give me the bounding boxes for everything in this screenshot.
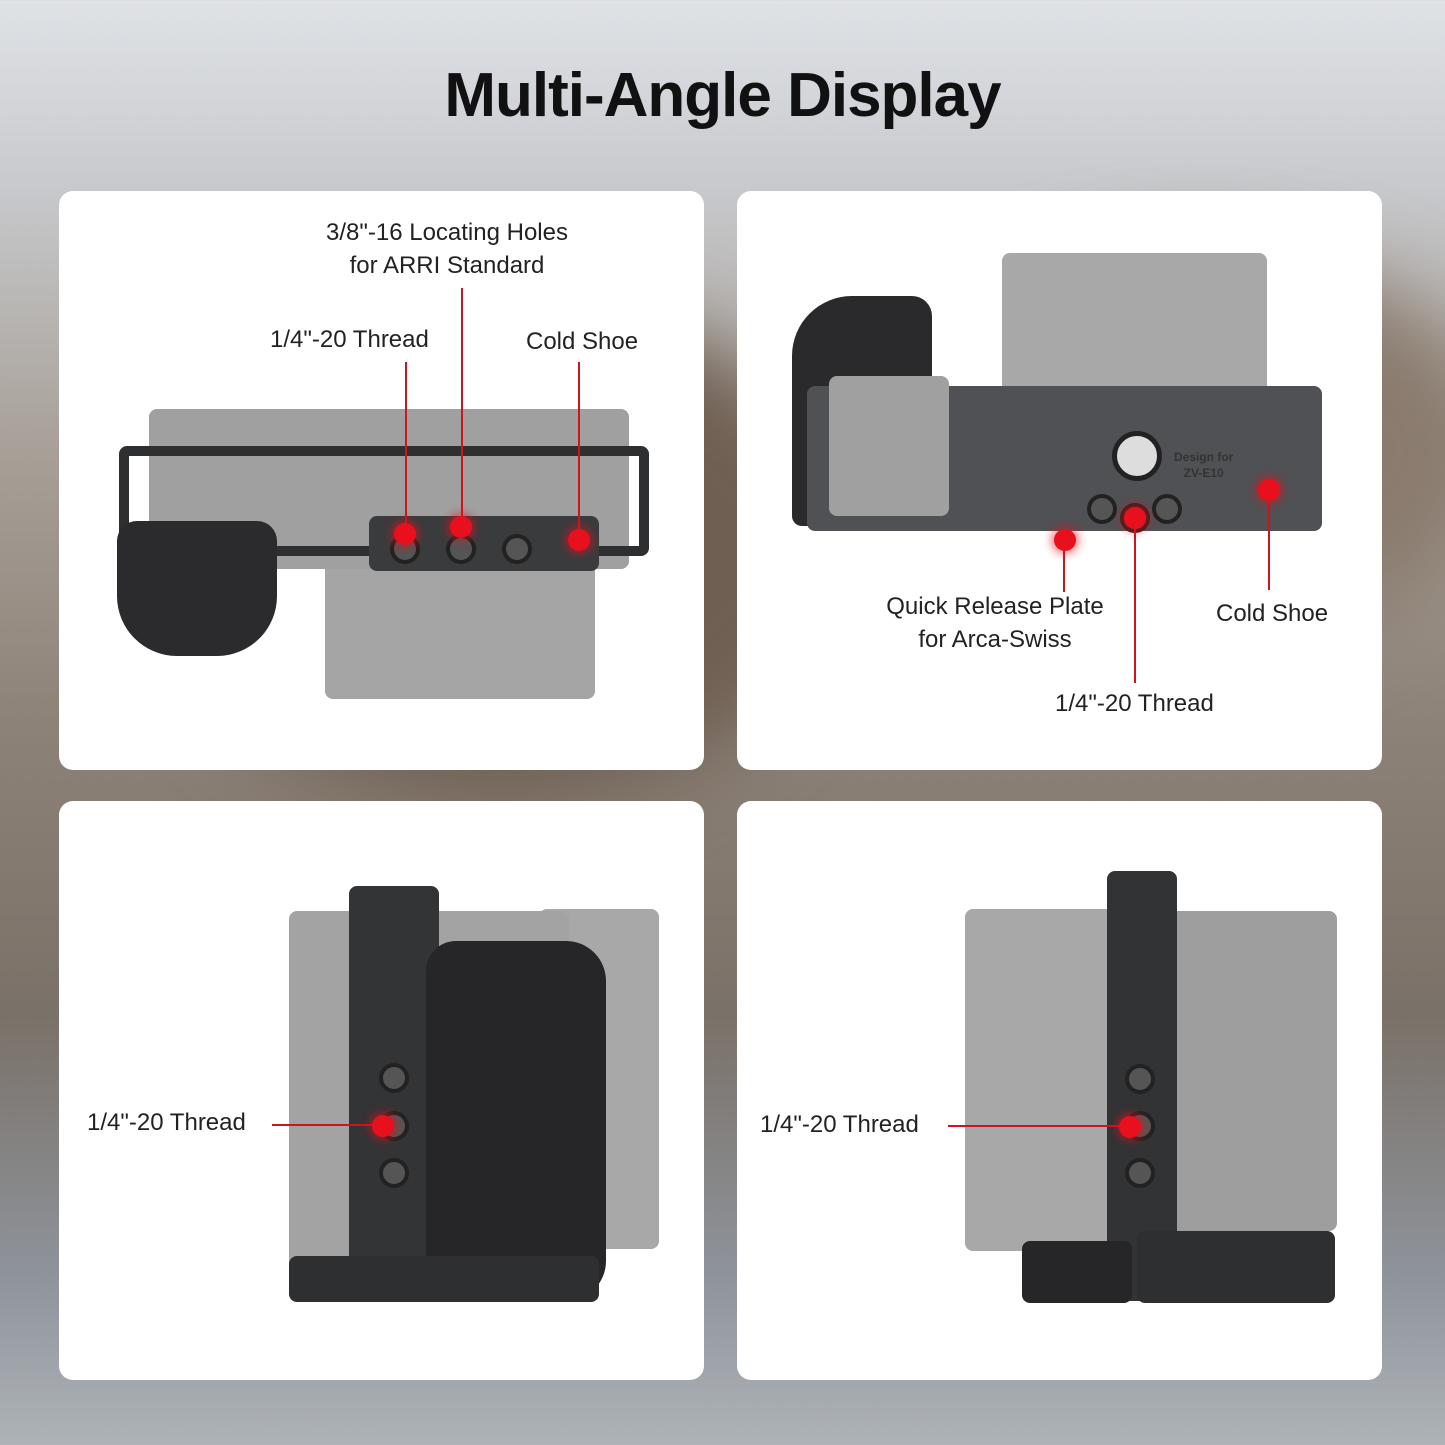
panel-right-side	[737, 801, 1382, 1380]
grip	[117, 521, 277, 656]
page-title: Multi-Angle Display	[444, 61, 1001, 130]
engraving-line: ZV-E10	[1183, 466, 1224, 480]
leader-line	[461, 288, 463, 527]
label-cold-shoe: Cold Shoe	[1216, 600, 1329, 627]
cage-base	[289, 1256, 599, 1302]
label-thread: 1/4"-20 Thread	[1055, 690, 1214, 717]
thread-hole	[1125, 1064, 1155, 1094]
leader-line	[578, 362, 580, 540]
quick-release-screw	[1112, 431, 1162, 481]
thread-hole	[379, 1063, 409, 1093]
label-locating-holes: 3/8"-16 Locating Holes for ARRI Standard	[247, 216, 647, 282]
label-line: 3/8"-16 Locating Holes	[325, 219, 568, 246]
label-line: for Arca-Swiss	[918, 626, 1072, 653]
thread-hole	[1087, 494, 1117, 524]
camera-body	[1147, 911, 1337, 1231]
panel-bottom-view: Design for ZV-E10	[737, 191, 1382, 770]
marker-dot	[1054, 529, 1076, 551]
marker-dot	[1119, 1116, 1141, 1138]
marker-dot	[394, 523, 416, 545]
cage-side	[349, 886, 439, 1301]
panel-top-view	[59, 191, 704, 770]
thread-hole	[1125, 1158, 1155, 1188]
label-line: Quick Release Plate	[886, 593, 1104, 620]
marker-dot	[1124, 507, 1146, 529]
leader-line	[1134, 518, 1136, 683]
thread-hole	[379, 1158, 409, 1188]
marker-dot	[450, 516, 472, 538]
engraving-line: Design for	[1174, 450, 1234, 464]
leader-line	[405, 362, 407, 534]
thread-hole	[446, 534, 476, 564]
panel-left-side	[59, 801, 704, 1380]
leader-line	[948, 1125, 1130, 1127]
cage-base	[1137, 1231, 1335, 1303]
label-line: for ARRI Standard	[349, 252, 545, 279]
camera-lens	[325, 561, 595, 699]
marker-dot	[1258, 479, 1280, 501]
leader-line	[1063, 540, 1065, 592]
grip	[426, 941, 606, 1301]
marker-dot	[372, 1115, 394, 1137]
battery-door	[829, 376, 949, 516]
label-thread: 1/4"-20 Thread	[87, 1109, 246, 1136]
label-thread: 1/4"-20 Thread	[760, 1111, 919, 1138]
leader-line	[1268, 490, 1270, 590]
label-quick-release: Quick Release Plate for Arca-Swiss	[845, 590, 1145, 656]
label-thread: 1/4"-20 Thread	[270, 326, 429, 353]
label-cold-shoe: Cold Shoe	[526, 328, 639, 355]
thread-hole	[1152, 494, 1182, 524]
engraving: Design for ZV-E10	[1174, 449, 1233, 481]
camera-lens	[1002, 253, 1267, 393]
leader-line	[272, 1124, 383, 1126]
grip	[1022, 1241, 1132, 1303]
thread-hole	[502, 534, 532, 564]
marker-dot	[568, 529, 590, 551]
